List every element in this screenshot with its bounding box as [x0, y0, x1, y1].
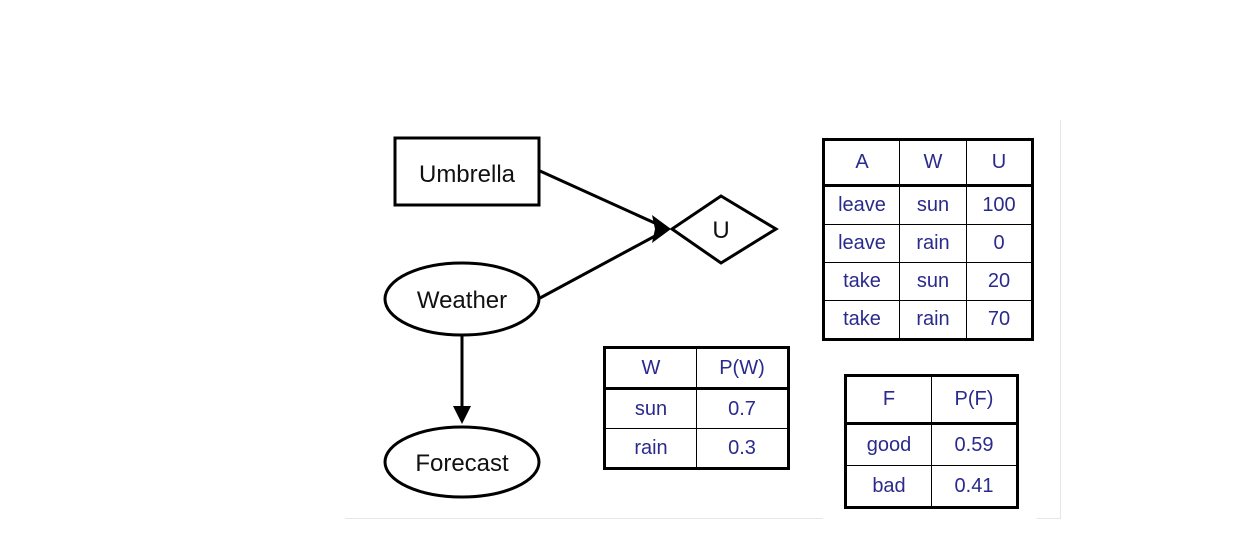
frame-bottom-line-right — [1037, 518, 1061, 519]
table-cell: leave — [823, 224, 900, 263]
table-row: take sun 20 — [823, 262, 1033, 301]
table-cell: good — [845, 423, 932, 466]
weather-label: Weather — [417, 287, 507, 314]
table-cell: sun — [899, 262, 967, 301]
table-row: sun 0.7 — [604, 388, 789, 429]
table-row: leave rain 0 — [823, 224, 1033, 263]
table-cell: take — [823, 300, 900, 340]
table-header-row: F P(F) — [845, 375, 1018, 425]
table-cell: rain — [899, 224, 967, 263]
header-cell: P(W) — [696, 347, 789, 390]
frame-bottom-line — [345, 518, 823, 519]
table-row: bad 0.41 — [845, 465, 1018, 508]
edge-weather-to-utility — [539, 227, 669, 300]
table-header-row: W P(W) — [604, 347, 789, 390]
table-cell: rain — [604, 428, 697, 469]
umbrella-label: Umbrella — [419, 161, 516, 188]
table-header-row: A W U — [823, 139, 1033, 187]
table-cell: 0.7 — [696, 388, 789, 429]
forecast-label: Forecast — [415, 450, 509, 477]
forecast-probability-table: F P(F) good 0.59 bad 0.41 — [844, 374, 1019, 509]
table-cell: 70 — [966, 300, 1033, 340]
header-cell: F — [845, 375, 932, 425]
weather-probability-table: W P(W) sun 0.7 rain 0.3 — [603, 346, 790, 470]
table-cell: sun — [899, 185, 967, 225]
umbrella-node: Umbrella — [393, 136, 541, 207]
frame-right-line — [1060, 120, 1061, 519]
edge-umbrella-to-utility — [539, 169, 669, 231]
table-cell: 0.59 — [931, 423, 1018, 466]
table-cell: rain — [899, 300, 967, 340]
utility-table: A W U leave sun 100 leave rain 0 take su… — [822, 138, 1034, 341]
table-cell: sun — [604, 388, 697, 429]
arrowhead-into-utility — [652, 215, 671, 243]
table-row: take rain 70 — [823, 300, 1033, 340]
table-row: rain 0.3 — [604, 428, 789, 469]
header-cell: W — [604, 347, 697, 390]
table-cell: 0.3 — [696, 428, 789, 469]
utility-node: U — [669, 194, 779, 265]
table-cell: take — [823, 262, 900, 301]
table-cell: 0.41 — [931, 465, 1018, 508]
table-row: good 0.59 — [845, 423, 1018, 466]
table-cell: 0 — [966, 224, 1033, 263]
arrowhead-into-forecast — [453, 406, 471, 424]
header-cell: A — [823, 139, 900, 187]
table-cell: 20 — [966, 262, 1033, 301]
utility-label: U — [712, 217, 729, 244]
table-cell: leave — [823, 185, 900, 225]
header-cell: U — [966, 139, 1033, 187]
header-cell: W — [899, 139, 967, 187]
table-cell: 100 — [966, 185, 1033, 225]
table-cell: bad — [845, 465, 932, 508]
weather-node: Weather — [383, 261, 541, 337]
header-cell: P(F) — [931, 375, 1018, 425]
forecast-node: Forecast — [383, 425, 541, 499]
table-row: leave sun 100 — [823, 185, 1033, 225]
